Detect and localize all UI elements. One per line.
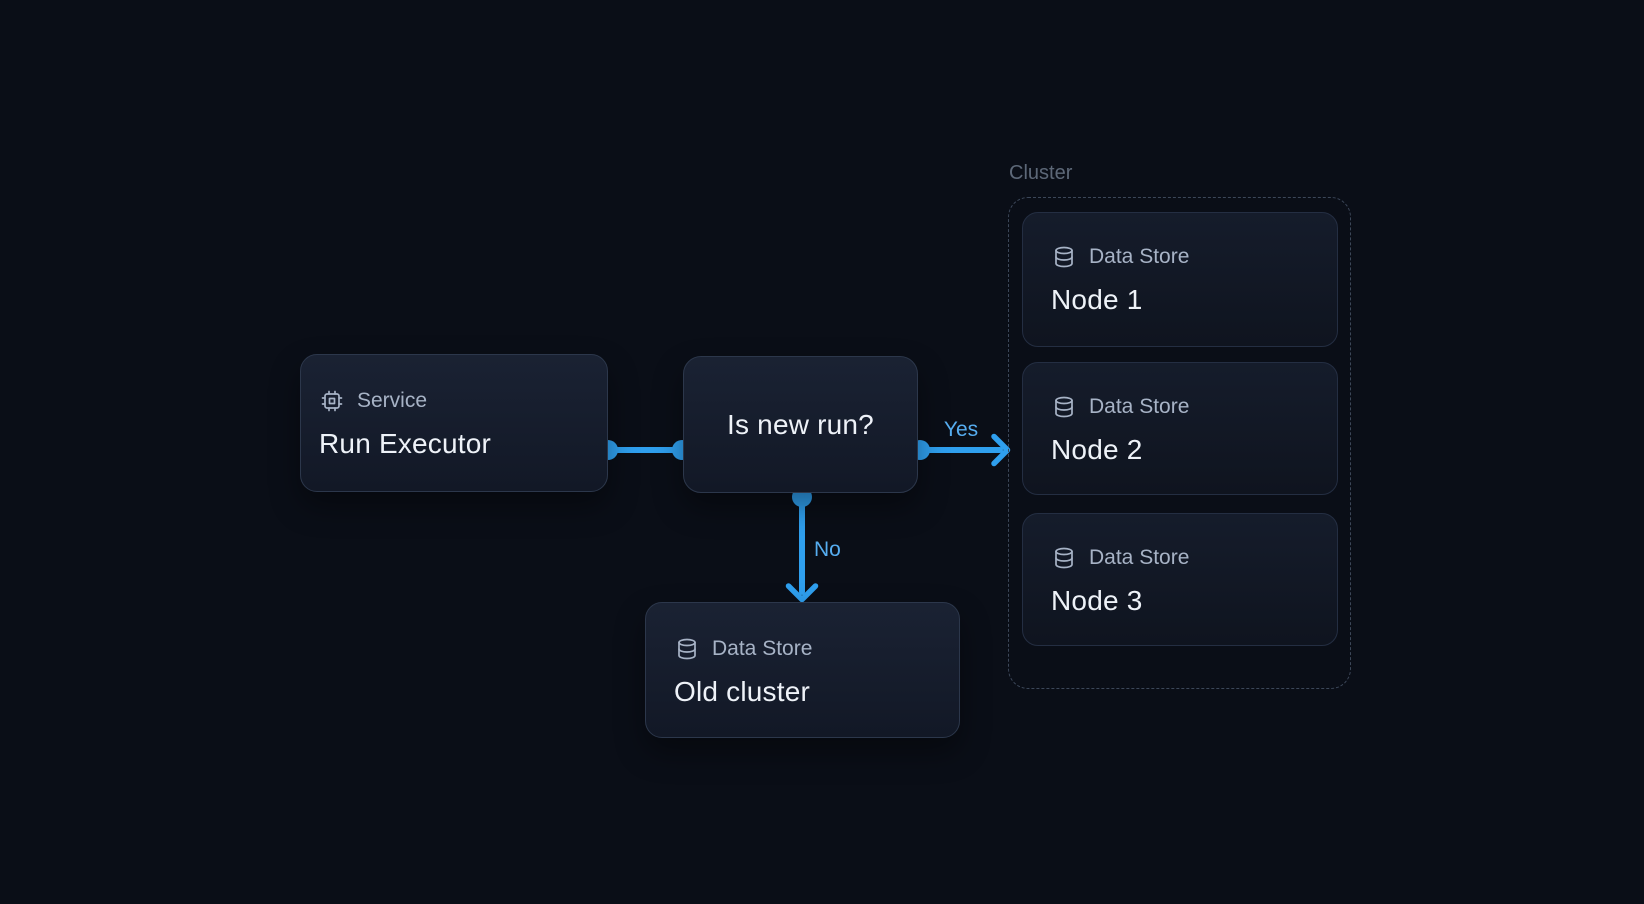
node-title: Node 2 (1051, 434, 1143, 465)
database-icon (1051, 545, 1077, 571)
node-type-label: Data Store (712, 637, 813, 660)
node-type-row: Data Store (674, 635, 935, 663)
cluster-node-1[interactable]: Data Store Node 1 (1022, 212, 1338, 347)
service-node[interactable]: Service Run Executor (300, 354, 608, 492)
node-title: Is new run? (727, 408, 874, 440)
node-type-row: Service (319, 387, 583, 415)
node-type-label: Data Store (1089, 245, 1190, 268)
node-title: Node 3 (1051, 585, 1143, 616)
node-title: Run Executor (319, 428, 492, 459)
node-title: Old cluster (674, 676, 811, 707)
old-cluster-node[interactable]: Data Store Old cluster (645, 602, 960, 738)
node-type-label: Data Store (1089, 546, 1190, 569)
node-type-label: Service (357, 389, 428, 412)
database-icon (1051, 244, 1077, 270)
cluster-node-3[interactable]: Data Store Node 3 (1022, 513, 1338, 646)
decision-node[interactable]: Is new run? (683, 356, 918, 493)
node-type-row: Data Store (1051, 544, 1313, 572)
arrowhead-right-icon (991, 433, 1011, 467)
edge-label-yes: Yes (943, 418, 979, 441)
cluster-label: Cluster (1009, 162, 1073, 184)
edge-decision-to-old-cluster-no (785, 487, 819, 603)
node-type-row: Data Store (1051, 243, 1313, 271)
node-title: Node 1 (1051, 284, 1143, 315)
database-icon (1051, 394, 1077, 420)
database-icon (674, 636, 700, 662)
arrowhead-down-icon (785, 583, 819, 603)
edge-service-to-decision (598, 440, 692, 460)
cpu-icon (319, 388, 345, 414)
cluster-node-2[interactable]: Data Store Node 2 (1022, 362, 1338, 495)
node-type-label: Data Store (1089, 395, 1190, 418)
cluster-group[interactable]: Data Store Node 1 Data Store Node 2 (1008, 197, 1351, 689)
edge-label-no: No (814, 538, 841, 561)
node-type-row: Data Store (1051, 393, 1313, 421)
